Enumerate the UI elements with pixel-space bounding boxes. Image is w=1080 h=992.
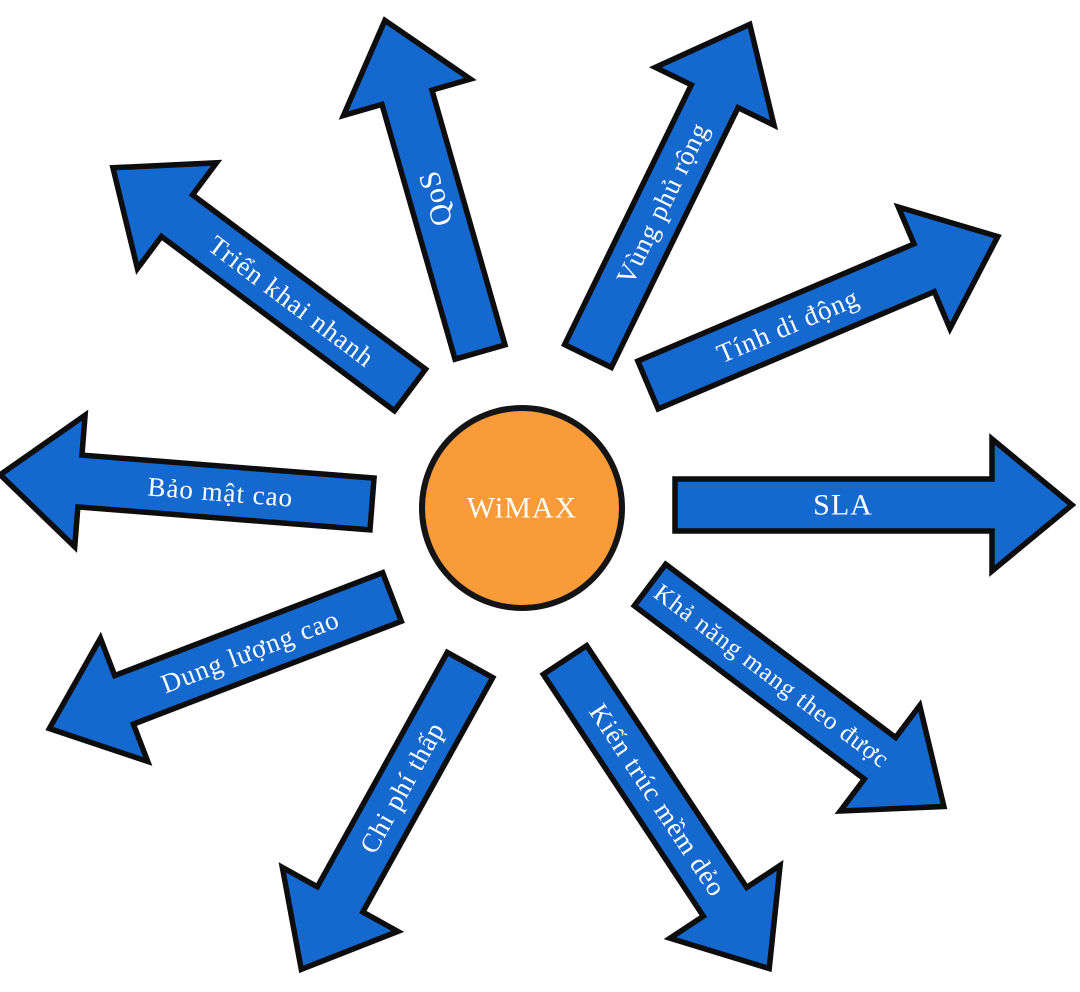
arrow-shape <box>539 641 784 973</box>
arrow-shape <box>672 433 1077 577</box>
arrow-qos: QoS <box>338 16 509 363</box>
arrow-shape <box>634 202 1002 413</box>
arrow-label: SLA <box>813 489 873 522</box>
arrow-shape <box>0 409 377 553</box>
arrow-chi-phi-thap: Chi phí thấp <box>278 648 497 974</box>
arrow-shape <box>278 648 497 974</box>
arrow-shape <box>630 560 948 815</box>
arrow-shape <box>560 20 779 372</box>
arrow-shape <box>338 16 509 363</box>
center-label: WiMAX <box>467 492 577 525</box>
arrow-label: Khả năng mang theo được <box>649 579 895 773</box>
arrow-tinh-di-dong: Tính di động <box>634 202 1002 413</box>
arrow-sla: SLA <box>672 433 1077 577</box>
arrow-label: Triển khai nhanh <box>203 230 381 374</box>
arrow-shape <box>45 569 405 766</box>
center-circle <box>419 405 625 611</box>
arrow-shape <box>109 159 430 415</box>
arrow-bao-mat-cao: Bảo mật cao <box>0 409 377 553</box>
arrow-label: Kiến trúc mềm dẻo <box>583 698 732 902</box>
arrow-dung-luong-cao: Dung lượng cao <box>45 569 405 766</box>
center-node: WiMAX <box>419 405 625 611</box>
arrow-trien-khai-nhanh: Triển khai nhanh <box>109 159 430 415</box>
